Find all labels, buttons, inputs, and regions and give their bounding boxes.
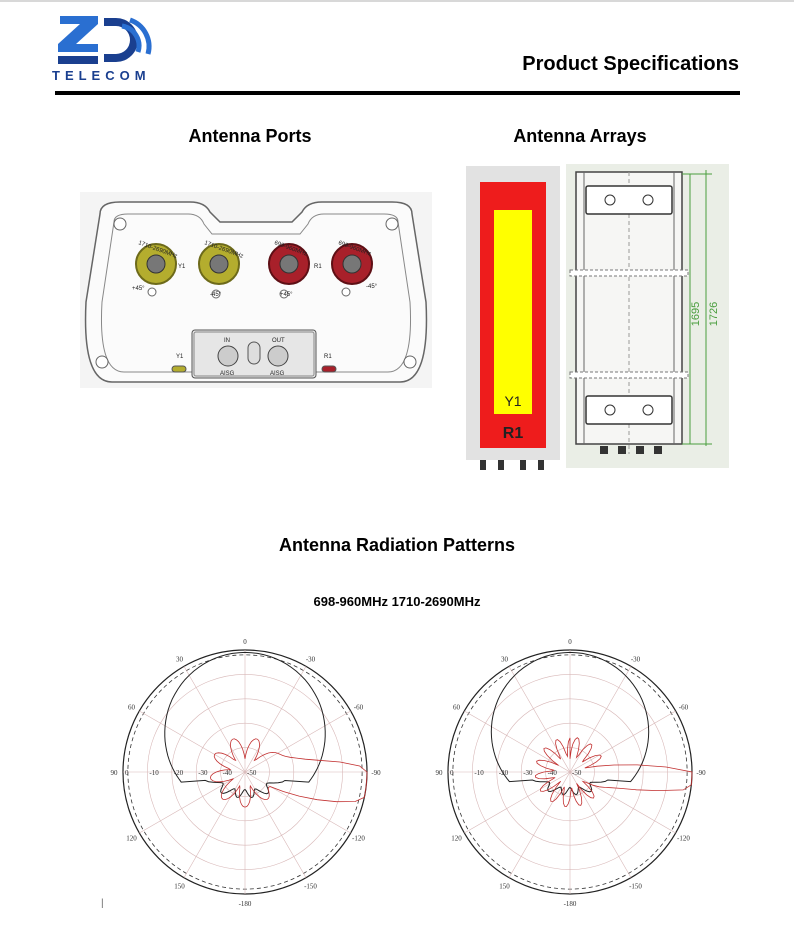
polar-angle-label: -60 [354,704,364,712]
polar-angle-label: 30 [501,656,509,664]
polar-radial-label: 0 [125,769,129,777]
port2-pol: -45° [210,292,222,298]
polar-angle-label: -90 [696,769,706,777]
brand-name: TELECOM [52,68,151,83]
antenna-ports-drawing: 1710-2690MHz 1710-2690MHz 698-960MHz 698… [80,192,432,388]
polar-angle-label: -30 [306,656,316,664]
polar-radial-label: -40 [223,769,233,777]
polar-radial-label: -30 [198,769,208,777]
radiation-pattern-low-band: 0 30 -30 60 -60 90 -90 120 -120 150 -150 -180 0 -10 -2… [111,638,382,908]
aisg-label-2: AISG [270,371,285,377]
port1-side: Y1 [178,264,186,270]
polar-angle-label: 60 [453,704,461,712]
polar-angle-label: -150 [304,882,317,890]
zd-logo-icon [58,16,152,64]
polar-angle-label: -150 [629,882,642,890]
port3-pol: +45° [280,292,293,298]
port4-pol: -45° [366,284,378,290]
polar-angle-label: 60 [128,704,136,712]
antenna-dimension-drawing: 1695 1726 [566,164,729,468]
radiation-pattern-high-band: 030-3060-6090-90120-120150-150-1800-10-2… [436,638,707,908]
header-rule [55,91,740,95]
polar-radial-label: -20 [174,769,184,777]
pattern-curve-red [209,738,368,808]
y1-array-label: Y1 [504,393,521,409]
polar-angle-label: 90 [111,769,119,777]
top-border [0,0,794,2]
polar-angle-label: 120 [126,835,137,843]
y1-tag: Y1 [176,354,184,360]
polar-angle-label: 0 [568,638,572,646]
polar-radial-label: -10 [149,769,159,777]
polar-angle-label: -30 [631,656,641,664]
polar-angle-label: -60 [679,704,689,712]
polar-angle-label: 90 [436,769,444,777]
antenna-arrays-title: Antenna Arrays [513,126,647,146]
polar-angle-label: 30 [176,656,184,664]
polar-angle-label: -90 [371,769,381,777]
polar-radial-label: 0 [450,769,454,777]
polar-angle-label: 120 [451,835,462,843]
polar-radial-label: -10 [474,769,484,777]
dim-1695: 1695 [690,302,702,326]
r1-tag: R1 [324,354,332,360]
antenna-ports-title: Antenna Ports [188,126,312,146]
aisg-label-1: AISG [220,371,235,377]
polar-radial-label: -50 [572,769,582,777]
polar-angle-label: -180 [564,900,577,908]
radiation-frequency-subtitle: 698-960MHz 1710-2690MHz [313,594,481,609]
aisg-out-label: OUT [272,338,285,344]
polar-radial-label: -40 [548,769,558,777]
pattern-curve-red [534,737,693,808]
r1-array-label: R1 [503,425,524,442]
polar-radial-label: -50 [247,769,257,777]
dim-1726: 1726 [708,302,720,326]
polar-spoke [183,666,307,878]
page-mark-left: | [101,898,104,909]
polar-angle-label: -120 [677,835,690,843]
document-title: Product Specifications [522,53,739,75]
pattern-curve-black [164,651,326,799]
radiation-patterns-title: Antenna Radiation Patterns [278,535,516,555]
polar-angle-label: 0 [243,638,247,646]
polar-angle-label: 150 [499,882,510,890]
polar-angle-label: -120 [352,835,365,843]
polar-radial-label: -30 [523,769,533,777]
antenna-array-diagram: Y1 R1 [466,166,560,470]
polar-angle-label: 150 [174,882,185,890]
polar-spoke [508,666,632,878]
aisg-in-label: IN [224,338,230,344]
port1-pol: +45° [132,286,145,292]
port3-side: R1 [314,264,322,270]
pattern-curve-black [490,651,650,796]
polar-angle-label: -180 [239,900,252,908]
